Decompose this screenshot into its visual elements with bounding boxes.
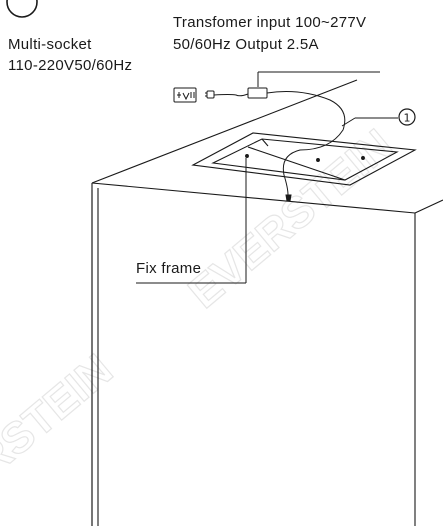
watermark-text-lower: EVERSTEIN [0, 345, 122, 526]
fix-frame-center-line [261, 138, 269, 147]
fix-frame-inner [211, 138, 399, 181]
cable-plug-to-transformer [213, 93, 249, 97]
step-marker: ① [6, 0, 38, 18]
fix-frame-label: Fix frame [136, 260, 202, 277]
multi-socket-icon [173, 87, 215, 103]
transformer-bracket [257, 71, 380, 87]
multi-socket-spec: 110-220V50/60Hz [8, 57, 133, 74]
fix-frame-screw-3 [245, 154, 249, 158]
power-cable [213, 87, 346, 202]
watermark: EVERSTEIN EVERSTEIN [0, 119, 403, 526]
cabinet-top-right-edge [414, 199, 443, 214]
cabinet-top-left-edge [91, 79, 358, 184]
cable-end [285, 194, 292, 202]
fix-frame-screw-2 [361, 156, 365, 160]
cabinet [91, 79, 443, 526]
fix-frame-screw-1 [316, 158, 320, 162]
callout-1-number: 1 [404, 112, 411, 125]
step-marker-circle [6, 0, 38, 18]
callout-1: 1 [341, 108, 416, 127]
transformer-label-line2: 50/60Hz Output 2.5A [173, 36, 319, 53]
fix-frame-outer [191, 132, 417, 186]
cable-transformer-to-cabinet [266, 91, 346, 196]
transformer-label-line1: Transfomer input 100~277V [173, 14, 367, 31]
fix-frame-drawing [191, 132, 417, 186]
callout-1-circle [398, 108, 416, 126]
transformer-box [247, 87, 268, 99]
plug-icon [206, 90, 215, 99]
fix-frame-divider [247, 146, 346, 181]
multi-socket-label: Multi-socket [8, 36, 92, 53]
cabinet-top-front-edge [91, 182, 416, 214]
fix-frame-leader [136, 158, 247, 284]
